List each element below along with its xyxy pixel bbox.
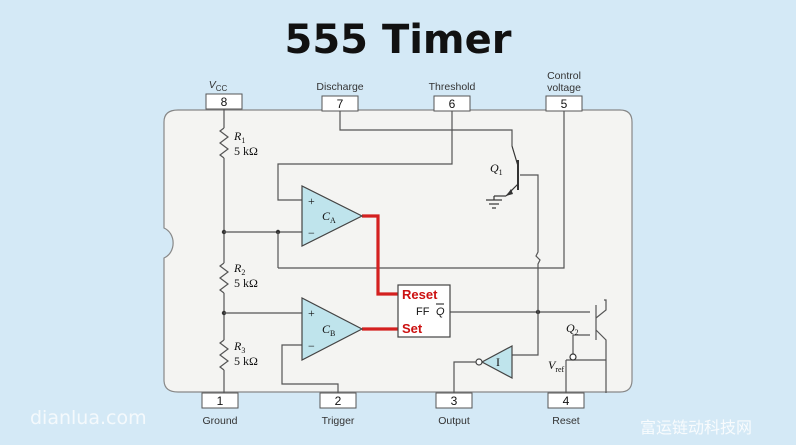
pin-7-number: 7 bbox=[337, 97, 344, 111]
pin-6-number: 6 bbox=[449, 97, 456, 111]
pin-3-number: 3 bbox=[451, 394, 458, 408]
pin-2-number: 2 bbox=[335, 394, 342, 408]
flip-flop: Reset FF Q Set bbox=[397, 284, 451, 338]
pin-6-label: Threshold bbox=[429, 81, 476, 93]
pin-8: 8 bbox=[205, 93, 243, 110]
watermark-left: dianlua.com bbox=[30, 407, 147, 429]
diagram-title: 555 Timer bbox=[285, 17, 512, 63]
pin-5-number: 5 bbox=[561, 97, 568, 111]
pin-2: 2 bbox=[319, 392, 357, 409]
resistor-r2-value: 5 kΩ bbox=[234, 276, 258, 290]
resistor-r1-label: R1 bbox=[233, 129, 245, 145]
pin-6: 6 bbox=[433, 95, 471, 112]
resistor-r3-value: 5 kΩ bbox=[234, 354, 258, 368]
comparator-b-plus: + bbox=[308, 306, 315, 320]
pin-1: 1 bbox=[201, 392, 239, 409]
comparator-a-plus: + bbox=[308, 194, 315, 208]
pin-4-label: Reset bbox=[552, 415, 580, 427]
pin-7-label: Discharge bbox=[316, 81, 363, 93]
comparator-b: + − CB bbox=[301, 297, 364, 361]
flip-flop-ff-label: FF bbox=[416, 306, 430, 318]
transistor-q1-label: Q1 bbox=[490, 161, 503, 177]
pin-3-label: Output bbox=[438, 415, 470, 427]
pin-3: 3 bbox=[435, 392, 473, 409]
transistor-q2-label: Q2 bbox=[566, 321, 579, 337]
comparator-a-label: CA bbox=[322, 209, 336, 225]
pin-7: 7 bbox=[321, 95, 359, 112]
pin-1-number: 1 bbox=[217, 394, 224, 408]
pin-4-number: 4 bbox=[563, 394, 570, 408]
comparator-b-label: CB bbox=[322, 322, 335, 338]
transistor-q2: Q2 bbox=[566, 321, 579, 337]
pin-2-label: Trigger bbox=[322, 415, 355, 427]
watermark-right: 富运链动科技网 bbox=[640, 418, 752, 437]
inverter-label: I bbox=[496, 355, 500, 369]
comparator-b-minus: − bbox=[308, 339, 315, 353]
resistor-r2-label: R2 bbox=[233, 261, 245, 277]
circuit-wires bbox=[219, 109, 607, 393]
pin-5: 5 bbox=[545, 95, 583, 112]
resistor-r3-label: R3 bbox=[233, 339, 245, 355]
pin-8-label: VCC bbox=[209, 79, 228, 93]
pin-1-label: Ground bbox=[202, 415, 237, 427]
flip-flop-reset-label: Reset bbox=[402, 287, 438, 302]
pin-8-number: 8 bbox=[221, 95, 228, 109]
highlight-wires bbox=[362, 214, 398, 331]
vref-label: Vref bbox=[548, 358, 565, 374]
comparator-a: + − CA bbox=[301, 185, 364, 247]
resistor-r1-value: 5 kΩ bbox=[234, 144, 258, 158]
comparator-a-minus: − bbox=[308, 226, 315, 240]
transistor-q1: Q1 bbox=[490, 145, 519, 197]
vref-terminal bbox=[569, 353, 577, 361]
chip-body bbox=[163, 109, 633, 393]
pin-5-label-line1: Control bbox=[547, 70, 581, 82]
inverter: I bbox=[475, 345, 513, 379]
pin-5-label-line2: voltage bbox=[547, 82, 581, 94]
flip-flop-set-label: Set bbox=[402, 321, 423, 336]
pin-4: 4 bbox=[547, 392, 585, 409]
ground-symbol-q1 bbox=[486, 196, 502, 209]
flip-flop-q-label: Q bbox=[436, 306, 445, 318]
